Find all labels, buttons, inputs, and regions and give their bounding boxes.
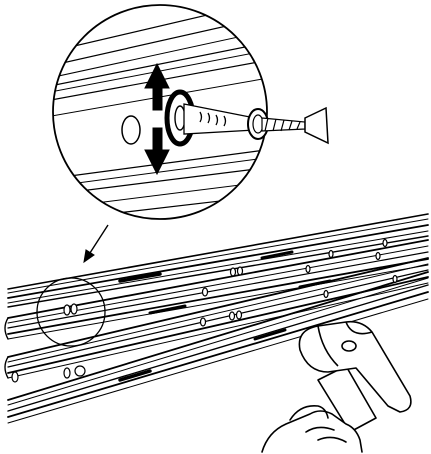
adjust-arrows bbox=[144, 62, 170, 176]
detail-callout-circle bbox=[36, 277, 106, 347]
zoom-detail-circle bbox=[52, 4, 329, 220]
hammer-icon bbox=[298, 320, 412, 433]
pointer-arrow-icon bbox=[83, 224, 109, 264]
rail-bottom bbox=[7, 271, 429, 424]
screw-icon bbox=[261, 106, 329, 145]
rail-fixing-holes bbox=[11, 238, 398, 383]
arrow-down-icon bbox=[144, 127, 170, 176]
rail-top bbox=[7, 213, 429, 308]
rail-assembly bbox=[4, 213, 429, 424]
arrow-up-icon bbox=[144, 62, 170, 111]
mounting-hole bbox=[121, 115, 141, 145]
hand-icon bbox=[261, 404, 363, 453]
rail-middle bbox=[7, 239, 429, 340]
